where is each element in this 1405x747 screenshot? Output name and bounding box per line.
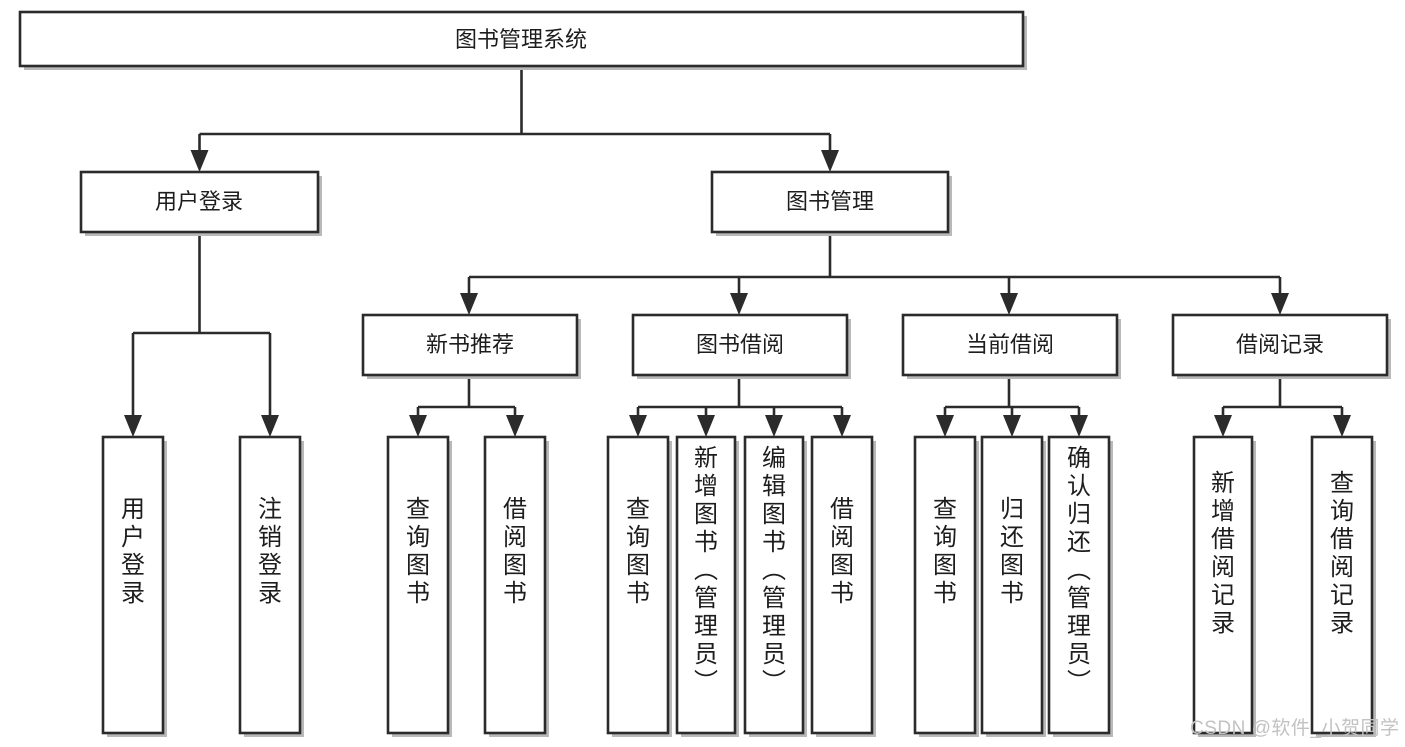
current-borrow-label: 当前借阅: [966, 332, 1054, 357]
leaf-query-book-2-label: 查询图书: [626, 496, 650, 607]
leaf-query-book-3-label: 查询图书: [933, 496, 957, 607]
leaf-query-book-2[interactable]: 查询图书: [606, 435, 672, 737]
leaf-borrow-book-1-box: [483, 435, 547, 735]
leaf-borrow-book-2-label: 借阅图书: [830, 496, 854, 607]
leaf-add-book-admin[interactable]: 新增图书︵管理员︶: [675, 435, 739, 737]
root-label: 图书管理系统: [455, 27, 587, 52]
node-book-management[interactable]: 图书管理: [710, 170, 952, 236]
leaf-borrow-book-2-box: [810, 435, 874, 735]
node-book-borrow[interactable]: 图书借阅: [631, 313, 851, 379]
leaf-confirm-return-admin-label: 确认归还︵管理员︶: [1067, 445, 1091, 696]
leaf-query-book-3[interactable]: 查询图书: [913, 435, 979, 737]
arrowhead-bm-newbook: [460, 293, 478, 315]
arrowhead-borrow-edit: [765, 415, 783, 437]
arrowhead-borrow-query: [629, 415, 647, 437]
book-borrow-label: 图书借阅: [696, 332, 784, 357]
arrowhead-record-add: [1214, 415, 1232, 437]
leaf-borrow-book-1-label: 借阅图书: [503, 496, 527, 607]
arrowhead-borrow-lend: [833, 415, 851, 437]
arrowhead-root-login: [190, 150, 209, 172]
leaf-query-book-1-label: 查询图书: [406, 496, 430, 607]
leaf-return-book[interactable]: 归还图书: [980, 435, 1046, 737]
leaf-add-borrow-record-label: 新增借阅记录: [1211, 470, 1235, 637]
leaf-logout-box: [238, 435, 302, 735]
leaf-edit-book-admin[interactable]: 编辑图书︵管理员︶: [743, 435, 807, 737]
leaf-return-book-label: 归还图书: [1000, 496, 1024, 607]
connector-layer: [124, 66, 1351, 437]
arrowhead-borrow-add: [697, 415, 715, 437]
arrowhead-root-bookmgmt: [821, 150, 839, 172]
leaf-edit-book-admin-box: [743, 435, 805, 735]
leaf-confirm-return-admin[interactable]: 确认归还︵管理员︶: [1047, 435, 1113, 737]
book-borrow-box: [631, 313, 849, 377]
leaf-query-borrow-record-box: [1310, 435, 1374, 735]
node-borrow-record[interactable]: 借阅记录: [1171, 313, 1391, 379]
leaf-query-book-2-box: [606, 435, 670, 735]
node-current-borrow[interactable]: 当前借阅: [901, 313, 1121, 379]
arrowhead-current-query: [936, 415, 954, 437]
arrowhead-login-logout: [261, 415, 279, 437]
node-root[interactable]: 图书管理系统: [18, 10, 1027, 70]
leaf-edit-book-admin-label: 编辑图书︵管理员︶: [762, 445, 786, 696]
arrowhead-record-query: [1333, 415, 1351, 437]
leaf-user-login-box: [101, 435, 165, 735]
leaf-user-login-label: 用户登录: [121, 496, 145, 607]
book-management-label: 图书管理: [786, 189, 874, 214]
book-management-box: [710, 170, 950, 234]
leaf-query-borrow-record[interactable]: 查询借阅记录: [1310, 435, 1376, 737]
arrowhead-current-confirm: [1070, 415, 1088, 437]
leaf-add-book-admin-box: [675, 435, 737, 735]
leaf-borrow-book-1[interactable]: 借阅图书: [483, 435, 549, 737]
leaf-logout-label: 注销登录: [258, 496, 282, 607]
leaf-query-book-1-box: [386, 435, 450, 735]
arrowhead-bm-current: [1000, 293, 1018, 315]
leaf-add-borrow-record[interactable]: 新增借阅记录: [1192, 435, 1256, 737]
arrowhead-bm-record: [1271, 293, 1289, 315]
node-new-book-recommend[interactable]: 新书推荐: [361, 313, 581, 379]
leaf-query-book-3-box: [913, 435, 977, 735]
leaf-logout[interactable]: 注销登录: [238, 435, 304, 737]
borrow-record-box: [1171, 313, 1389, 377]
leaf-add-borrow-record-box: [1192, 435, 1254, 735]
arrowhead-login-userlogin: [124, 415, 142, 437]
user-login-box: [79, 170, 320, 234]
new-book-recommend-box: [361, 313, 579, 377]
arrowhead-newbook-borrow: [506, 415, 524, 437]
leaf-query-book-1[interactable]: 查询图书: [386, 435, 452, 737]
arrowhead-current-return: [1003, 415, 1021, 437]
arrowhead-newbook-query: [409, 415, 427, 437]
node-user-login[interactable]: 用户登录: [79, 170, 322, 236]
current-borrow-box: [901, 313, 1119, 377]
leaf-borrow-book-2[interactable]: 借阅图书: [810, 435, 876, 737]
borrow-record-label: 借阅记录: [1236, 332, 1324, 357]
leaf-add-book-admin-label: 新增图书︵管理员︶: [694, 445, 718, 696]
leaf-user-login[interactable]: 用户登录: [101, 435, 167, 737]
leaf-query-borrow-record-label: 查询借阅记录: [1330, 470, 1354, 637]
user-login-label: 用户登录: [155, 189, 243, 214]
root-box: [18, 10, 1025, 68]
arrowhead-bm-borrow: [730, 293, 748, 315]
leaf-confirm-return-admin-box: [1047, 435, 1111, 735]
leaf-return-book-box: [980, 435, 1044, 735]
csdn-watermark: CSDN @软件_小贺同学: [1190, 718, 1400, 739]
new-book-recommend-label: 新书推荐: [426, 332, 514, 357]
